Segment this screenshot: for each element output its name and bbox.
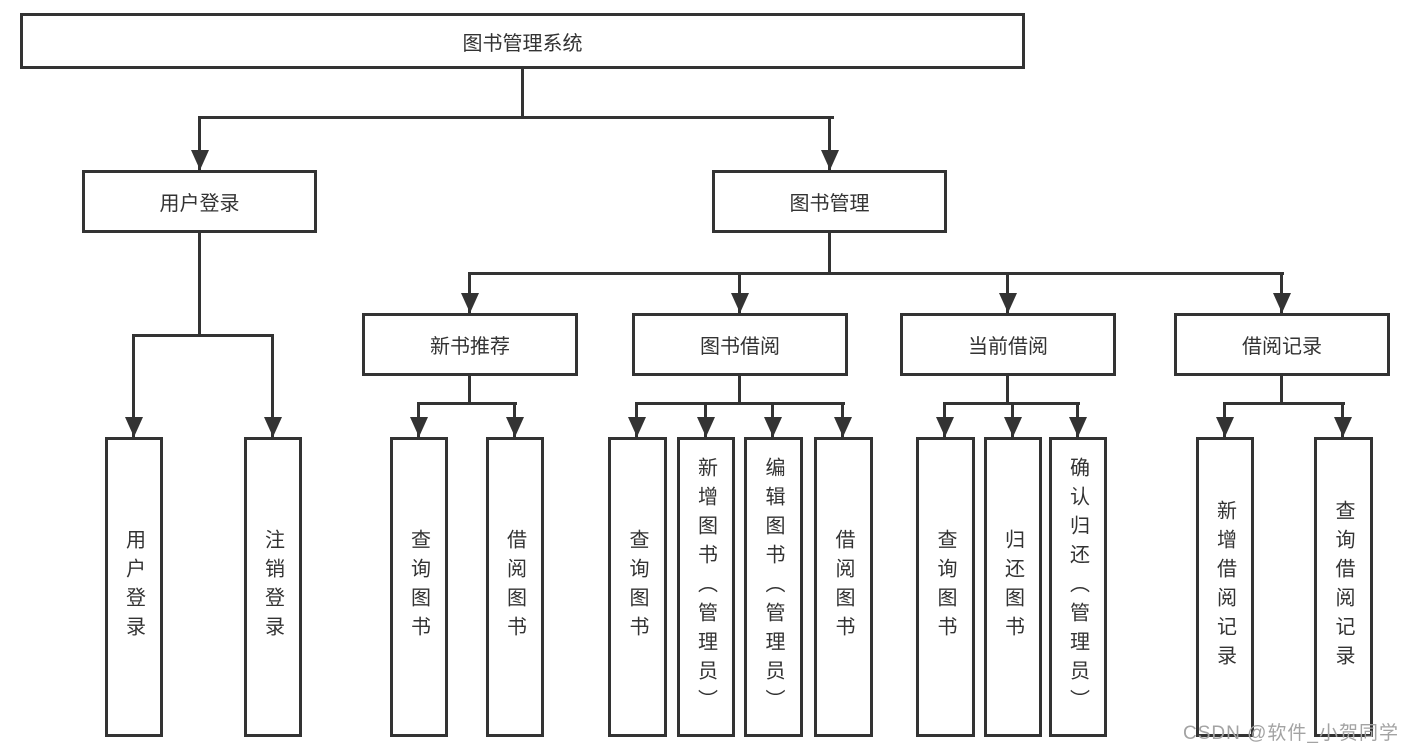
connector-arrow bbox=[841, 402, 844, 437]
connector-arrow bbox=[1223, 402, 1226, 437]
connector-line bbox=[1006, 376, 1009, 405]
connector-line bbox=[468, 272, 1284, 275]
connector-arrow bbox=[828, 116, 831, 170]
connector-line bbox=[828, 233, 831, 275]
connector-arrow bbox=[198, 116, 201, 170]
node-new-book-recommend: 新书推荐 bbox=[362, 313, 578, 376]
connector-arrow bbox=[771, 402, 774, 437]
leaf-label: 借阅图书 bbox=[503, 529, 526, 645]
node-label: 当前借阅 bbox=[968, 336, 1048, 358]
connector-arrow bbox=[738, 272, 741, 313]
connector-line bbox=[132, 334, 274, 337]
connector-arrow bbox=[635, 402, 638, 437]
node-book-borrow: 图书借阅 bbox=[632, 313, 848, 376]
connector-arrow bbox=[704, 402, 707, 437]
leaf-borrow-books-recommend: 借阅图书 bbox=[486, 437, 544, 737]
leaf-label: 注销登录 bbox=[261, 529, 284, 645]
leaf-confirm-return-admin: 确认归还（管理员） bbox=[1049, 437, 1107, 737]
node-library-management-system: 图书管理系统 bbox=[20, 13, 1025, 69]
leaf-borrow-books: 借阅图书 bbox=[814, 437, 873, 737]
leaf-label: 新增借阅记录 bbox=[1213, 500, 1236, 674]
leaf-return-books: 归还图书 bbox=[984, 437, 1042, 737]
leaf-query-books-recommend: 查询图书 bbox=[390, 437, 448, 737]
leaf-logout: 注销登录 bbox=[244, 437, 302, 737]
leaf-label: 编辑图书（管理员） bbox=[762, 456, 784, 718]
connector-arrow bbox=[468, 272, 471, 313]
node-label: 图书管理系统 bbox=[462, 32, 583, 55]
leaf-query-borrow-record: 查询借阅记录 bbox=[1314, 437, 1373, 737]
leaf-label: 确认归还（管理员） bbox=[1066, 456, 1089, 718]
connector-arrow bbox=[513, 402, 516, 437]
leaf-user-login: 用户登录 bbox=[105, 437, 163, 737]
leaf-label: 新增图书（管理员） bbox=[694, 456, 717, 718]
connector-line bbox=[417, 402, 517, 405]
leaf-query-books-borrow: 查询图书 bbox=[608, 437, 667, 737]
connector-line bbox=[468, 376, 471, 405]
leaf-edit-books-admin: 编辑图书（管理员） bbox=[744, 437, 803, 737]
leaf-label: 查询借阅记录 bbox=[1332, 500, 1354, 674]
node-borrow-record: 借阅记录 bbox=[1174, 313, 1390, 376]
leaf-label: 归还图书 bbox=[1001, 529, 1024, 645]
node-label: 用户登录 bbox=[159, 193, 240, 215]
node-book-management-branch: 图书管理 bbox=[712, 170, 947, 233]
leaf-add-books-admin: 新增图书（管理员） bbox=[677, 437, 735, 737]
leaf-query-books-current: 查询图书 bbox=[916, 437, 975, 737]
node-label: 图书管理 bbox=[789, 193, 870, 215]
connector-arrow bbox=[1341, 402, 1344, 437]
node-current-borrow: 当前借阅 bbox=[900, 313, 1116, 376]
connector-line bbox=[521, 69, 524, 119]
leaf-label: 借阅图书 bbox=[832, 529, 854, 645]
connector-arrow bbox=[132, 334, 135, 437]
connector-line bbox=[198, 233, 201, 337]
connector-line bbox=[1280, 376, 1283, 405]
connector-arrow bbox=[943, 402, 946, 437]
leaf-label: 查询图书 bbox=[626, 529, 648, 645]
node-user-login-branch: 用户登录 bbox=[82, 170, 317, 233]
node-label: 图书借阅 bbox=[700, 336, 780, 358]
connector-arrow bbox=[1076, 402, 1079, 437]
connector-line bbox=[635, 402, 845, 405]
node-label: 新书推荐 bbox=[430, 336, 510, 358]
leaf-add-borrow-record: 新增借阅记录 bbox=[1196, 437, 1254, 737]
connector-line bbox=[738, 376, 741, 405]
connector-line bbox=[198, 116, 834, 119]
connector-arrow bbox=[1011, 402, 1014, 437]
connector-arrow bbox=[417, 402, 420, 437]
leaf-label: 用户登录 bbox=[122, 529, 145, 645]
connector-arrow bbox=[271, 334, 274, 437]
leaf-label: 查询图书 bbox=[407, 529, 430, 645]
node-label: 借阅记录 bbox=[1242, 336, 1322, 358]
leaf-label: 查询图书 bbox=[934, 529, 956, 645]
csdn-watermark: CSDN @软件_小贺同学 bbox=[1183, 723, 1399, 744]
connector-line bbox=[1223, 402, 1345, 405]
connector-arrow bbox=[1280, 272, 1283, 313]
connector-arrow bbox=[1006, 272, 1009, 313]
